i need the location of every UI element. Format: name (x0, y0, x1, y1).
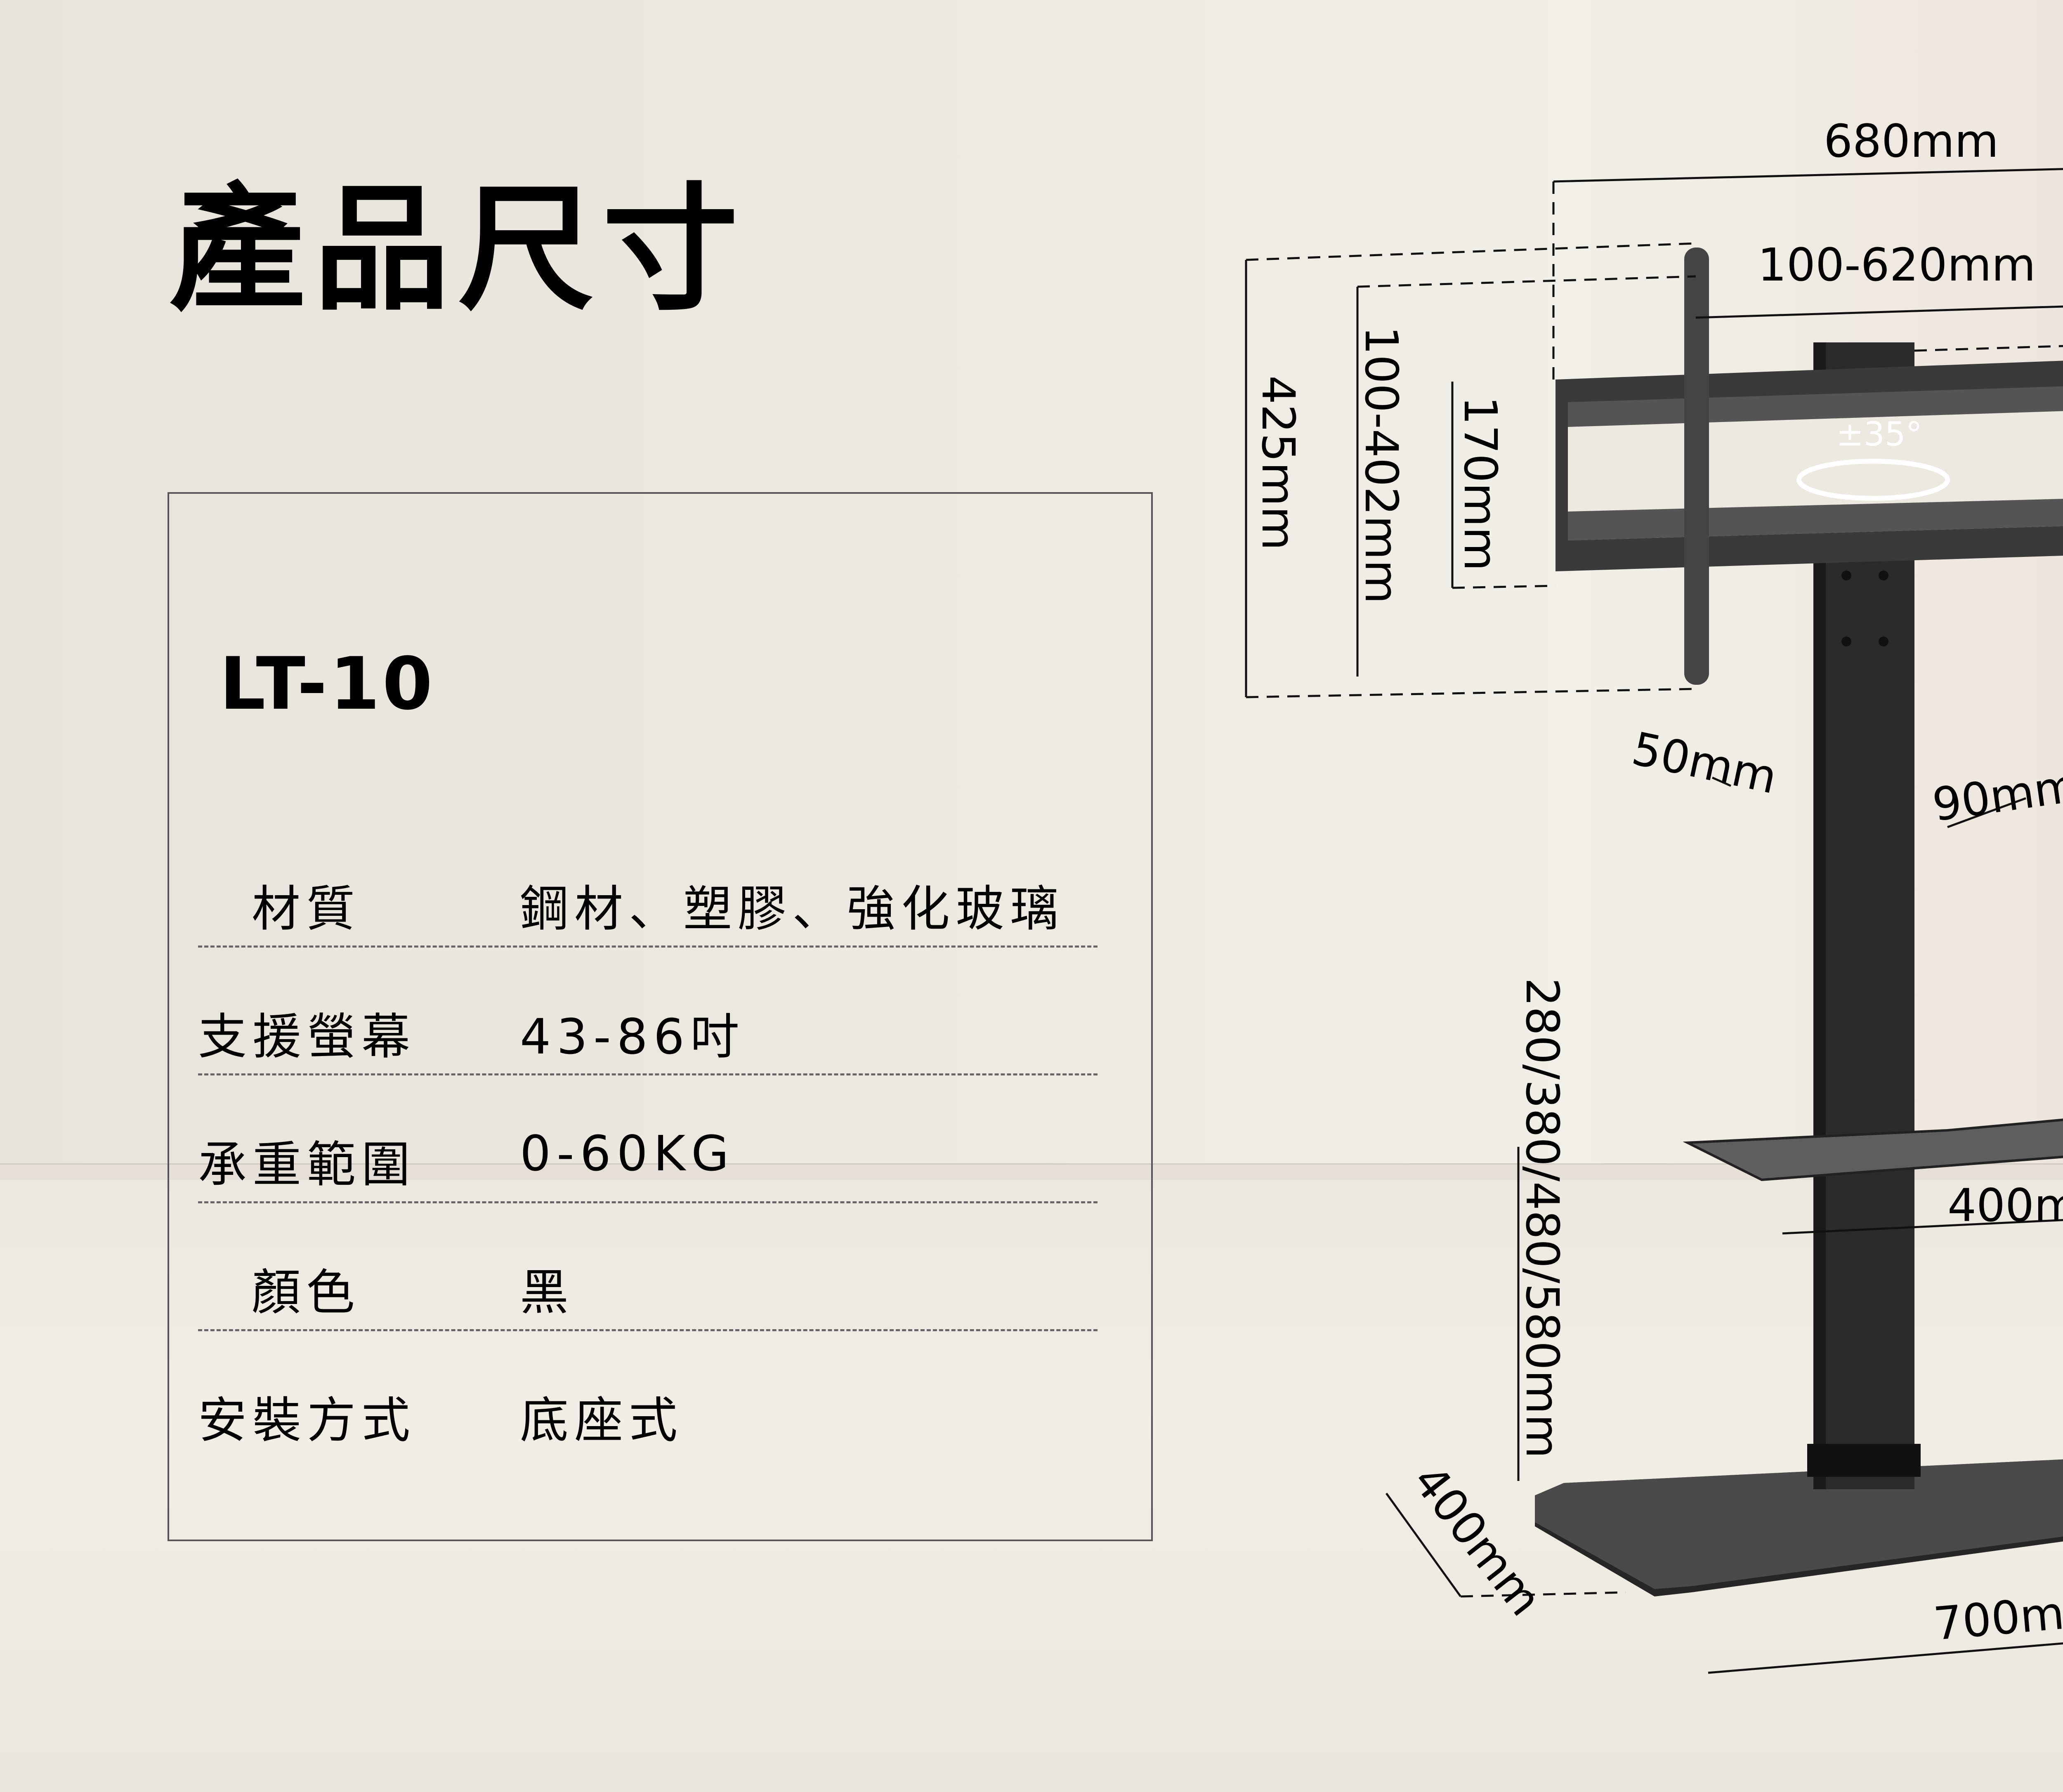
spec-value: 0-60KG (520, 1125, 735, 1182)
label-shelf-width: 400mm (1947, 1179, 2063, 1232)
model-number: LT-10 (220, 642, 435, 726)
spec-value: 43-86吋 (520, 1008, 745, 1065)
spec-label: 支援螢幕 (198, 1008, 416, 1065)
vesa-arm-left (1684, 248, 1709, 685)
glass-shelf (1683, 1118, 2063, 1181)
label-swivel: ±35° (1836, 415, 1922, 453)
swivel-arrow-icon (1796, 459, 1950, 501)
divider (198, 1329, 1098, 1331)
label-column-depth: 50mm (1628, 722, 1782, 804)
dimension-labels: 680mm 100-620mm 425mm 100-402mm 170mm ±3… (1252, 115, 2063, 1651)
divider (198, 946, 1098, 948)
spec-label: 安裝方式 (198, 1392, 416, 1449)
dimension-lines (1245, 168, 2063, 1674)
label-vesa-vertical: 100-402mm (1355, 326, 1408, 604)
spec-row-install: 安裝方式 底座式 (198, 1335, 1098, 1449)
mount-frame (1556, 361, 2063, 571)
label-base-depth: 400mm (1403, 1455, 1552, 1625)
label-bracket-width: 680mm (1824, 115, 1999, 167)
label-frame-height: 170mm (1454, 396, 1507, 571)
label-vesa-horizontal: 100-620mm (1758, 238, 2036, 291)
divider (198, 1073, 1098, 1075)
spec-row-color: 顏色 黑 (198, 1207, 1098, 1331)
spec-label: 承重範圍 (198, 1136, 416, 1193)
spec-row-load: 承重範圍 0-60KG (198, 1080, 1098, 1203)
spec-table: LT-10 材質 鋼材、塑膠、強化玻璃 支援螢幕 43-86吋 承重範圍 0-6… (168, 492, 1153, 1541)
label-base-width: 700mm (1931, 1582, 2063, 1650)
spec-value: 底座式 (520, 1392, 684, 1449)
page-title: 產品尺寸 (169, 170, 747, 329)
spec-value: 黑 (520, 1264, 575, 1321)
label-column-width: 90mm (1929, 759, 2063, 832)
label-shelf-height: 280/380/480/580mm (1516, 978, 1569, 1458)
divider (198, 1201, 1098, 1203)
spec-row-screen-size: 支援螢幕 43-86吋 (198, 952, 1098, 1075)
spec-label: 顏色 (252, 1264, 361, 1321)
spec-value: 鋼材、塑膠、強化玻璃 (520, 880, 1065, 937)
base-plate (1535, 1459, 2063, 1596)
spec-row-material: 材質 鋼材、塑膠、強化玻璃 (198, 824, 1098, 948)
spec-label: 材質 (252, 880, 361, 937)
label-bracket-height: 425mm (1252, 375, 1305, 550)
